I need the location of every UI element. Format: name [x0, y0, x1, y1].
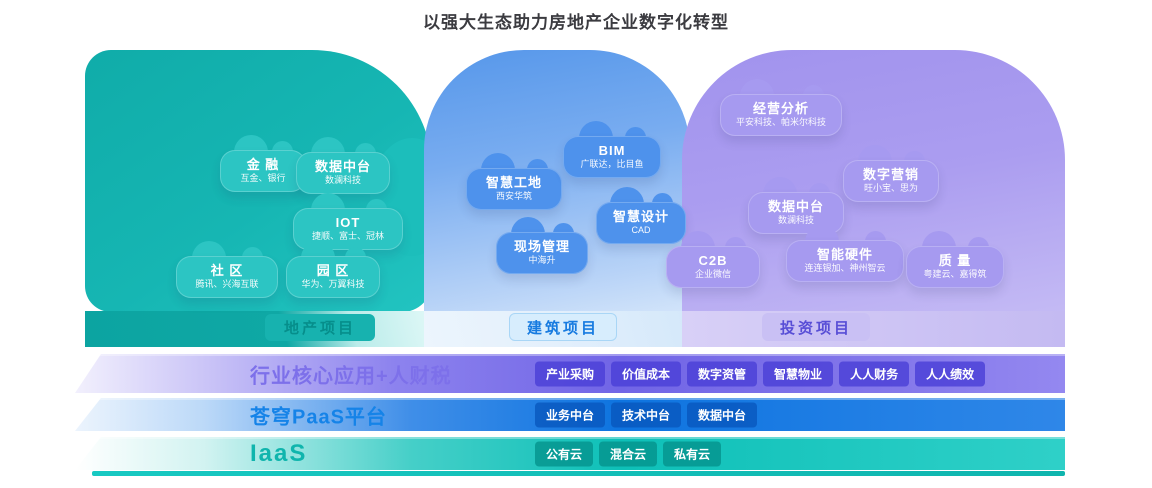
cloud-title: 数据中台 — [767, 199, 824, 214]
cloud-quality: 质 量粤建云、嘉得筑 — [906, 231, 1004, 288]
cloud-site-management: 现场管理中海升 — [496, 217, 588, 274]
cloud-smart-hardware: 智能硬件连连银加、神州智云 — [786, 225, 904, 282]
chip-hybrid-cloud: 混合云 — [599, 441, 658, 466]
cloud-title: C2B — [698, 253, 728, 268]
section-label-real-estate: 地产项目 — [265, 314, 375, 341]
cloud-smart-site: 智慧工地西安华筑 — [466, 153, 562, 210]
cloud-subtitle: 连连银加、神州智云 — [804, 263, 886, 274]
band-investment — [682, 311, 1065, 347]
cloud-subtitle: 互金、银行 — [240, 173, 286, 184]
cloud-title: 数据中台 — [314, 159, 371, 174]
cloud-finance: 金 融互金、银行 — [220, 135, 306, 192]
layer-iaas: IaaS 公有云 混合云 私有云 — [75, 437, 1065, 470]
chip-smart-property: 智慧物业 — [763, 361, 834, 386]
layer-items-iaas: 公有云 混合云 私有云 — [535, 441, 722, 466]
cloud-data-platform-left: 数据中台数澜科技 — [296, 137, 390, 194]
cloud-title: 现场管理 — [513, 239, 570, 254]
cloud-title: 智慧设计 — [612, 209, 669, 224]
cloud-subtitle: 华为、万翼科技 — [301, 279, 365, 290]
chip-data-middle-platform: 数据中台 — [687, 402, 758, 427]
cloud-community: 社 区腾讯、兴海互联 — [176, 241, 278, 298]
chip-public-cloud: 公有云 — [535, 441, 594, 466]
cloud-subtitle: 捷顺、富士、冠林 — [311, 231, 384, 242]
cloud-subtitle: 企业微信 — [694, 269, 731, 280]
cloud-subtitle: 中海升 — [528, 255, 556, 266]
cloud-subtitle: 平安科技、帕米尔科技 — [735, 117, 826, 128]
cloud-title: 经营分析 — [752, 101, 809, 116]
page-title: 以强大生态助力房地产企业数字化转型 — [423, 13, 729, 32]
layer-title-iaas: IaaS — [250, 439, 308, 467]
section-label-construction: 建筑项目 — [509, 313, 617, 341]
cloud-subtitle: 数澜科技 — [324, 175, 361, 186]
chip-tech-middle-platform: 技术中台 — [611, 402, 682, 427]
cloud-digital-marketing: 数字营销旺小宝、思为 — [843, 145, 939, 202]
cloud-park: 园 区华为、万翼科技 — [286, 241, 380, 298]
cloud-business-analysis: 经营分析平安科技、帕米尔科技 — [720, 79, 842, 136]
cloud-title: 智能硬件 — [816, 247, 873, 262]
cloud-title: 园 区 — [316, 263, 350, 278]
layer-title-industry-apps: 行业核心应用+人财税 — [250, 365, 452, 387]
cloud-title: 数字营销 — [862, 167, 919, 182]
cloud-subtitle: 腾讯、兴海互联 — [195, 279, 259, 290]
cloud-subtitle: 粤建云、嘉得筑 — [923, 269, 987, 280]
cloud-title: BIM — [598, 143, 626, 158]
layer-items-paas: 业务中台 技术中台 数据中台 — [535, 402, 758, 427]
base-edge — [92, 471, 1065, 476]
cloud-subtitle: 数澜科技 — [777, 215, 814, 226]
cloud-title: 社 区 — [210, 263, 244, 278]
chip-business-middle-platform: 业务中台 — [535, 402, 606, 427]
cloud-subtitle: 西安华筑 — [495, 191, 532, 202]
chip-digital-asset-management: 数字资管 — [687, 361, 758, 386]
cloud-title: IOT — [335, 215, 361, 230]
chip-hr-finance: 人人财务 — [839, 361, 910, 386]
chip-private-cloud: 私有云 — [663, 441, 722, 466]
cloud-title: 质 量 — [938, 253, 972, 268]
chip-value-cost: 价值成本 — [611, 361, 682, 386]
cloud-title: 智慧工地 — [485, 175, 542, 190]
layer-industry-apps: 行业核心应用+人财税 产业采购 价值成本 数字资管 智慧物业 人人财务 人人绩效 — [75, 354, 1065, 393]
cloud-subtitle: 广联达，比目鱼 — [580, 159, 644, 170]
chip-industry-procurement: 产业采购 — [535, 361, 606, 386]
chip-hr-performance: 人人绩效 — [915, 361, 986, 386]
cloud-subtitle: 旺小宝、思为 — [863, 183, 918, 194]
layer-items-industry-apps: 产业采购 价值成本 数字资管 智慧物业 人人财务 人人绩效 — [535, 361, 986, 386]
layer-paas: 苍穹PaaS平台 业务中台 技术中台 数据中台 — [75, 398, 1065, 431]
cloud-title: 金 融 — [246, 157, 280, 172]
section-label-investment: 投资项目 — [762, 313, 870, 341]
cloud-subtitle: CAD — [631, 225, 651, 236]
layer-title-paas: 苍穹PaaS平台 — [250, 406, 387, 428]
